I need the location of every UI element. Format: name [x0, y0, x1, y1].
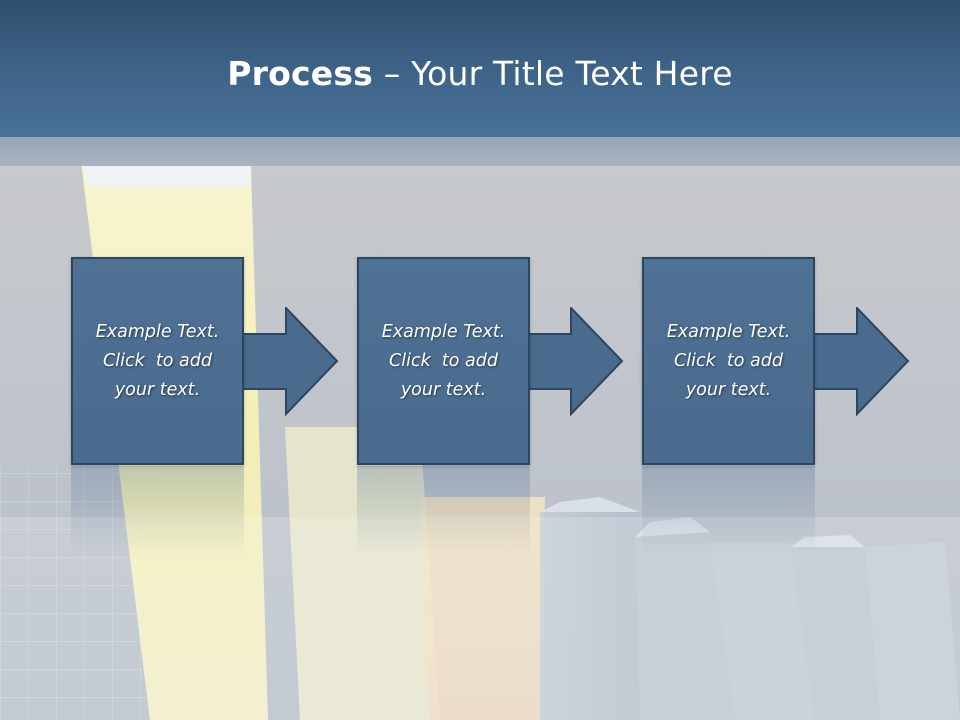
step-1-line-3: your text. — [114, 379, 201, 400]
step-2-arrow-icon — [527, 307, 624, 417]
step-1-text[interactable]: Example Text. Click to add your text. — [78, 318, 238, 405]
step-3-box[interactable]: Example Text. Click to add your text. — [642, 257, 815, 465]
header-bar — [0, 0, 960, 137]
step-3-line-1: Example Text. — [666, 321, 791, 342]
step-2-line-1: Example Text. — [381, 321, 506, 342]
step-2-reflection — [357, 466, 530, 556]
step-2-box[interactable]: Example Text. Click to add your text. — [357, 257, 530, 465]
step-1-line-1: Example Text. — [95, 321, 220, 342]
header-band — [0, 137, 960, 166]
step-2-line-3: your text. — [400, 379, 487, 400]
step-1-line-2: Click to add — [103, 350, 212, 371]
step-3-reflection — [642, 466, 815, 556]
step-1-box[interactable]: Example Text. Click to add your text. — [71, 257, 244, 465]
step-3-line-2: Click to add — [674, 350, 783, 371]
step-3-arrow-icon — [813, 307, 910, 417]
title-rest: – Your Title Text Here — [373, 54, 733, 93]
step-2-line-2: Click to add — [389, 350, 498, 371]
step-3-text[interactable]: Example Text. Click to add your text. — [649, 318, 809, 405]
step-1-reflection — [71, 466, 244, 556]
step-1-arrow-icon — [242, 307, 339, 417]
slide-title[interactable]: Process – Your Title Text Here — [0, 54, 960, 94]
step-3-line-3: your text. — [685, 379, 772, 400]
title-bold: Process — [227, 54, 374, 93]
step-2-text[interactable]: Example Text. Click to add your text. — [364, 318, 524, 405]
